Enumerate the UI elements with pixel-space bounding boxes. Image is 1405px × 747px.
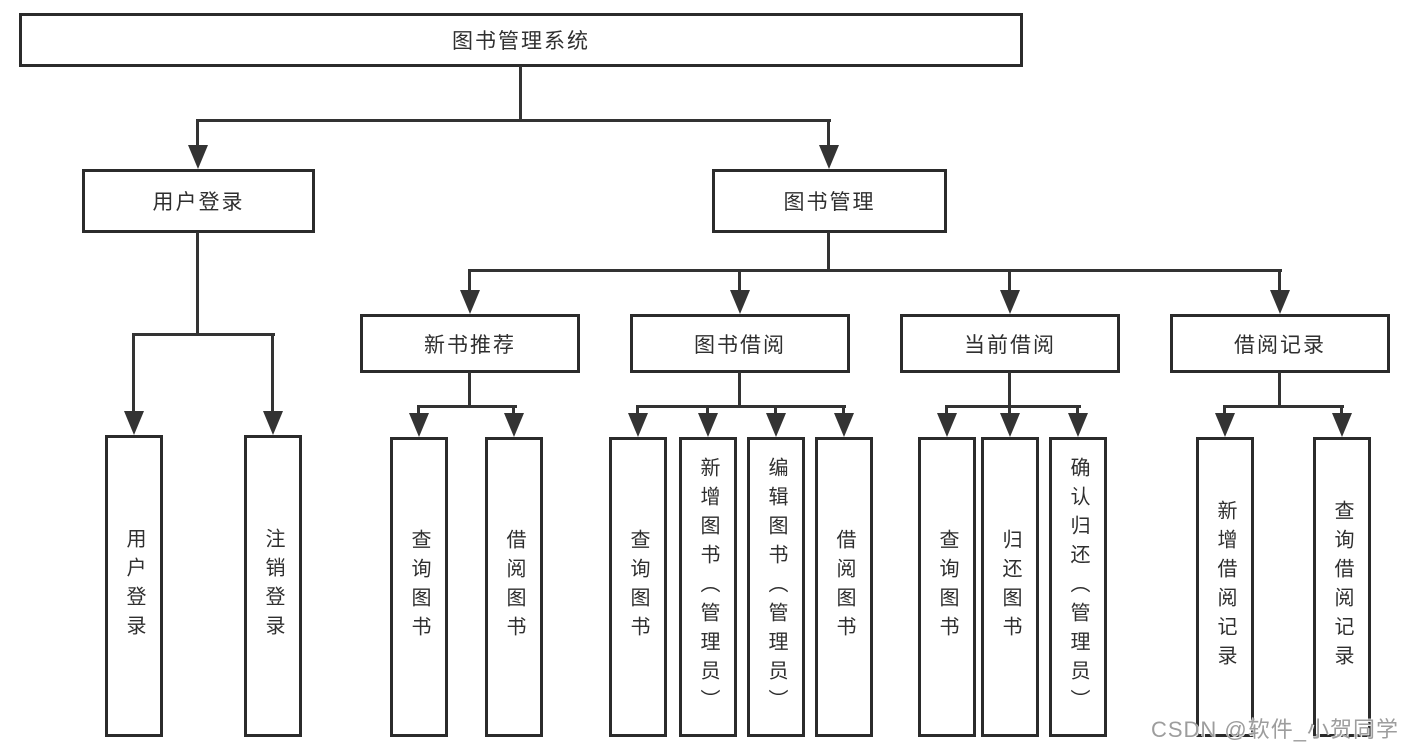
section-node-borrowing-records: 借阅记录 xyxy=(1170,314,1390,373)
connector-line xyxy=(842,405,845,417)
connector-line xyxy=(1008,405,1011,417)
connector-line xyxy=(636,405,846,408)
arrowhead-down-icon xyxy=(1000,413,1020,437)
leaf-label: 新增借阅记录 xyxy=(1214,500,1236,674)
connector-line xyxy=(1223,405,1344,408)
root-node-library-system: 图书管理系统 xyxy=(19,13,1023,67)
root-node-label: 图书管理系统 xyxy=(452,30,590,53)
connector-line xyxy=(271,333,274,415)
leaf-label: 借阅图书 xyxy=(503,529,525,645)
leaf-node-query-borrow-record: 查询借阅记录 xyxy=(1313,437,1371,737)
leaf-label: 用户登录 xyxy=(123,528,145,644)
branch-node-label: 图书管理 xyxy=(783,191,876,214)
arrowhead-down-icon xyxy=(1270,290,1290,314)
arrowhead-down-icon xyxy=(1000,290,1020,314)
connector-line xyxy=(945,405,1081,408)
connector-line xyxy=(738,269,741,294)
connector-line xyxy=(827,232,830,272)
leaf-node-borrow-books: 借阅图书 xyxy=(815,437,873,737)
connector-line xyxy=(774,405,777,417)
leaf-node-logout: 注销登录 xyxy=(244,435,302,737)
arrowhead-down-icon xyxy=(504,413,524,437)
leaf-node-return-books: 归还图书 xyxy=(981,437,1039,737)
arrowhead-down-icon xyxy=(409,413,429,437)
leaf-node-confirm-return-admin: 确认归还（管理员） xyxy=(1049,437,1107,737)
connector-line xyxy=(417,405,420,417)
leaf-label: 新增图书（管理员） xyxy=(697,456,719,718)
branch-node-label: 用户登录 xyxy=(152,191,245,214)
connector-line xyxy=(1076,405,1079,417)
branch-node-book-management: 图书管理 xyxy=(712,169,947,233)
arrowhead-down-icon xyxy=(834,413,854,437)
leaf-label: 借阅图书 xyxy=(833,529,855,645)
connector-line xyxy=(1223,405,1226,417)
leaf-node-query-books: 查询图书 xyxy=(609,437,667,737)
connector-line xyxy=(468,269,1282,272)
arrowhead-down-icon xyxy=(263,411,283,435)
section-node-new-book-recommendation: 新书推荐 xyxy=(360,314,580,373)
arrowhead-down-icon xyxy=(124,411,144,435)
section-node-label: 当前借阅 xyxy=(964,333,1056,357)
leaf-label: 注销登录 xyxy=(262,528,284,644)
arrowhead-down-icon xyxy=(819,145,839,169)
leaf-label: 编辑图书（管理员） xyxy=(765,456,787,718)
connector-line xyxy=(468,372,471,407)
section-node-book-borrowing: 图书借阅 xyxy=(630,314,850,373)
connector-line xyxy=(1008,269,1011,294)
leaf-node-query-books: 查询图书 xyxy=(390,437,448,737)
connector-line xyxy=(1340,405,1343,417)
leaf-label: 查询图书 xyxy=(936,529,958,645)
arrowhead-down-icon xyxy=(698,413,718,437)
connector-line xyxy=(519,66,522,121)
connector-line xyxy=(468,269,471,294)
leaf-label: 查询图书 xyxy=(627,529,649,645)
connector-line xyxy=(738,372,741,407)
arrowhead-down-icon xyxy=(730,290,750,314)
connector-line xyxy=(827,119,830,149)
connector-line xyxy=(1278,269,1281,294)
leaf-label: 确认归还（管理员） xyxy=(1067,456,1089,718)
leaf-node-user-login: 用户登录 xyxy=(105,435,163,737)
arrowhead-down-icon xyxy=(628,413,648,437)
leaf-node-query-books: 查询图书 xyxy=(918,437,976,737)
section-node-label: 借阅记录 xyxy=(1234,333,1326,357)
arrowhead-down-icon xyxy=(460,290,480,314)
csdn-watermark: CSDN @软件_小贺同学 xyxy=(1150,717,1399,742)
leaf-label: 查询图书 xyxy=(408,529,430,645)
connector-line xyxy=(512,405,515,417)
connector-line xyxy=(706,405,709,417)
section-node-current-borrowing: 当前借阅 xyxy=(900,314,1120,373)
connector-line xyxy=(417,405,517,408)
connector-line xyxy=(196,232,199,336)
leaf-node-add-books-admin: 新增图书（管理员） xyxy=(679,437,737,737)
leaf-label: 归还图书 xyxy=(999,529,1021,645)
connector-line xyxy=(132,333,135,415)
connector-line xyxy=(196,119,199,149)
connector-line xyxy=(945,405,948,417)
leaf-node-add-borrow-record: 新增借阅记录 xyxy=(1196,437,1254,737)
connector-line xyxy=(1008,372,1011,407)
branch-node-user-login: 用户登录 xyxy=(82,169,315,233)
arrowhead-down-icon xyxy=(766,413,786,437)
connector-line xyxy=(132,333,275,336)
leaf-node-borrow-books: 借阅图书 xyxy=(485,437,543,737)
arrowhead-down-icon xyxy=(1215,413,1235,437)
leaf-node-edit-books-admin: 编辑图书（管理员） xyxy=(747,437,805,737)
arrowhead-down-icon xyxy=(188,145,208,169)
arrowhead-down-icon xyxy=(1068,413,1088,437)
leaf-label: 查询借阅记录 xyxy=(1331,500,1353,674)
section-node-label: 图书借阅 xyxy=(694,333,786,357)
arrowhead-down-icon xyxy=(937,413,957,437)
connector-line xyxy=(636,405,639,417)
arrowhead-down-icon xyxy=(1332,413,1352,437)
connector-line xyxy=(196,119,831,122)
connector-line xyxy=(1278,372,1281,407)
section-node-label: 新书推荐 xyxy=(424,333,516,357)
